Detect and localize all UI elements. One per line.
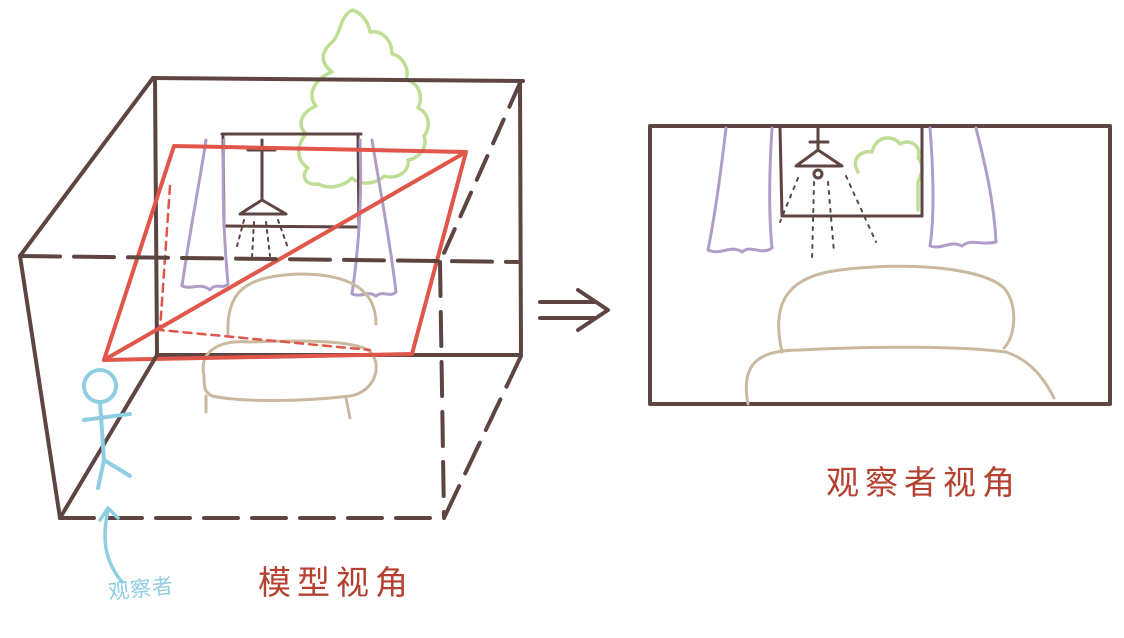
observer-view-frame (648, 124, 1112, 406)
model-curtains (180, 138, 398, 298)
tree-shape (297, 8, 430, 189)
observer-curtains (706, 126, 998, 254)
section-plane (102, 144, 468, 362)
model-view-label: 模型视角 (258, 563, 414, 602)
observer-window (778, 126, 924, 218)
transform-arrow-icon (538, 288, 610, 332)
observer-tree (853, 136, 924, 212)
observer-figure (82, 368, 132, 490)
model-sofa (201, 272, 378, 420)
observer-sofa (744, 264, 1056, 406)
room-frame (18, 76, 523, 520)
observer-view-label: 观察者视角 (826, 463, 1021, 502)
pointer-arrow (98, 506, 124, 584)
room-back-wall (151, 76, 525, 357)
observer-lamp (779, 126, 877, 263)
model-lamp (235, 138, 289, 259)
